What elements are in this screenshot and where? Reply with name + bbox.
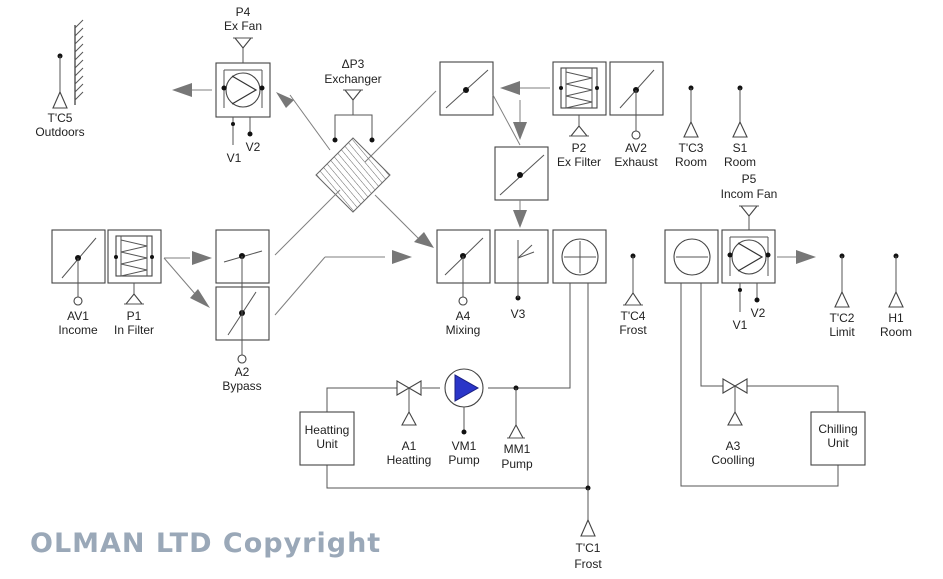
ex-filter-label: Ex Filter [557, 155, 601, 169]
heater-coil [552, 229, 607, 284]
mixing-label: Mixing [446, 323, 481, 337]
frost-tc1-label: Frost [574, 557, 602, 571]
heating-unit-label-1: Heatting [305, 423, 350, 437]
limit-sensor-tc2 [834, 253, 850, 308]
room-tc3-label: Room [675, 155, 707, 169]
chilling-loop [680, 283, 839, 487]
mm1-label: MM1 [504, 442, 531, 456]
incom-fan-label: Incom Fan [721, 187, 778, 201]
v2-top-label: V2 [246, 140, 261, 154]
pump-sensor-mm1 [507, 423, 525, 439]
supply-fan-p5 [721, 205, 776, 312]
v3-label: V3 [511, 307, 526, 321]
p4-label: P4 [236, 5, 251, 19]
arrow-to-exfan [276, 92, 294, 108]
tc3-label: T'C3 [679, 141, 704, 155]
frost-sensor-tc4 [623, 253, 643, 306]
tc1-label: T'C1 [576, 541, 601, 555]
heating-valve-a1 [396, 380, 422, 426]
exhaust-label: Exhaust [614, 155, 658, 169]
arrow-down-to-recirc [513, 122, 527, 140]
arrow-from-exfilter [500, 81, 520, 95]
heatting-label: Heatting [387, 453, 432, 467]
frost-tc4-label: Frost [619, 323, 647, 337]
in-filter-label: In Filter [114, 323, 154, 337]
humidity-sensor-h1 [888, 253, 904, 308]
room-s1-label: Room [724, 155, 756, 169]
a3-label: A3 [726, 439, 741, 453]
heat-exchanger [274, 89, 437, 316]
bypass-damper-a2 [215, 256, 270, 364]
cooling-valve-a3 [722, 378, 748, 426]
arrow-bypass-mix [392, 250, 412, 264]
arrow-supply-out [796, 250, 816, 264]
income-damper-av1 [51, 229, 106, 306]
heating-unit-label-2: Unit [316, 437, 338, 451]
mixing-damper-a4 [436, 229, 491, 306]
a1-label: A1 [402, 439, 417, 453]
intake-filter-p1 [107, 229, 162, 305]
tc4-label: T'C4 [621, 309, 646, 323]
v1-top-label: V1 [227, 151, 242, 165]
coolling-label: Coolling [711, 453, 754, 467]
room-h1-label: Room [880, 325, 912, 339]
exchanger-label: Exchanger [324, 72, 381, 86]
arrow-to-mixing [414, 232, 434, 248]
v1-right-label: V1 [733, 318, 748, 332]
pump-vm1-label: Pump [448, 453, 480, 467]
bypass-label: Bypass [222, 379, 261, 393]
exhaust-fan-p4 [215, 37, 271, 145]
p2-label: P2 [572, 141, 587, 155]
arrow-exhaust-out [172, 83, 192, 97]
a4-label: A4 [456, 309, 471, 323]
arrow-recirc-down [513, 210, 527, 228]
pump-mm1-label: Pump [501, 457, 533, 471]
av1-label: AV1 [67, 309, 89, 323]
tc2-label: T'C2 [830, 311, 855, 325]
copyright-watermark: OLMAN LTD Copyright [30, 528, 382, 559]
exhaust-damper-av2 [609, 61, 664, 140]
dp3-label: ΔP3 [342, 57, 365, 71]
pump-vm1 [444, 368, 484, 435]
arrow-to-bypass-damper [190, 289, 210, 308]
exhaust-damper-top [439, 61, 494, 116]
outdoors-label: Outdoors [35, 125, 84, 139]
exhaust-filter-p2 [552, 61, 607, 137]
av2-label: AV2 [625, 141, 647, 155]
s1-label: S1 [733, 141, 748, 155]
room-sensor-tc3 [683, 85, 699, 138]
outdoor-sensor-tc5 [52, 19, 84, 109]
ex-fan-label: Ex Fan [224, 19, 262, 33]
valve-v3 [494, 229, 549, 301]
a2-label: A2 [235, 365, 250, 379]
chilling-unit [810, 411, 866, 466]
heating-loop [326, 283, 591, 520]
income-label: Income [58, 323, 98, 337]
p5-label: P5 [742, 172, 757, 186]
heating-unit [299, 411, 355, 466]
p1-label: P1 [127, 309, 142, 323]
limit-label: Limit [829, 325, 855, 339]
h1-label: H1 [888, 311, 904, 325]
chilling-unit-label-1: Chilling [818, 422, 857, 436]
recirculation-damper [494, 146, 549, 228]
tc5-label: T'C5 [48, 111, 73, 125]
vm1-label: VM1 [452, 439, 477, 453]
cooler-coil [664, 229, 719, 284]
v2-right-label: V2 [751, 306, 766, 320]
chilling-unit-label-2: Unit [827, 436, 849, 450]
room-sensor-s1 [732, 85, 748, 138]
frost-sensor-tc1 [580, 518, 596, 537]
pump-triangle [454, 374, 480, 402]
arrow-to-exch-damper [192, 251, 212, 265]
